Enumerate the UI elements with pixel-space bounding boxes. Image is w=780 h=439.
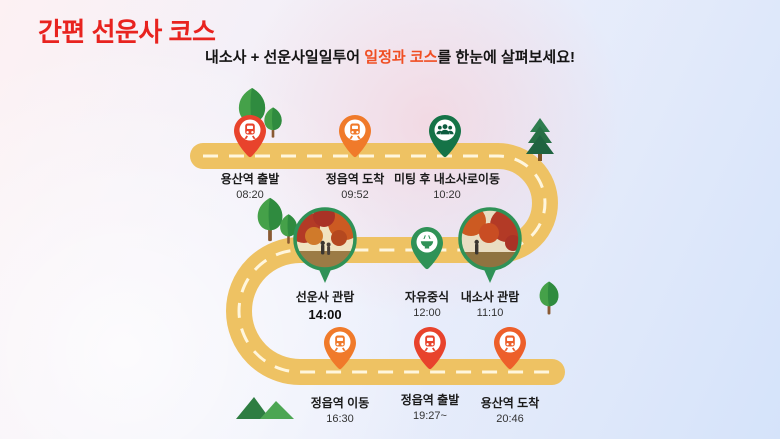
stop-name: 용산역 출발 [220, 172, 280, 186]
stop-label: 선운사 관람 14:00 [265, 288, 385, 322]
stop-time: 19:27~ [413, 410, 447, 422]
autumn-photo [460, 209, 520, 269]
stop-label: 정읍역 출발 19:27~ [370, 391, 490, 422]
road-center-dashes [203, 154, 552, 374]
autumn-photo [295, 209, 355, 269]
subtitle-highlight: 일정과 코스 [364, 49, 438, 66]
pine-tree-icon [526, 118, 554, 161]
stop-name: 미팅 후 내소사로이동 [393, 172, 501, 186]
stop-label: 미팅 후 내소사로이동 10:20 [377, 170, 517, 201]
people-icon [436, 124, 454, 135]
stop-pin-seonunsa-photo [290, 205, 360, 287]
stop-name: 정읍역 출발 [400, 393, 460, 407]
stop-name: 용산역 도착 [480, 396, 540, 410]
subtitle-pre: 내소사 + 선운사일일투어 [205, 49, 365, 66]
stop-label: 자유중식 12:00 [367, 288, 487, 319]
stop-time: 12:00 [413, 307, 441, 319]
stop-name: 정읍역 이동 [310, 396, 370, 410]
subtitle: 내소사 + 선운사일일투어 일정과 코스를 한눈에 살펴보세요! [0, 46, 780, 67]
stop-label: 용산역 도착 20:46 [450, 394, 570, 425]
stop-name: 선운사 관람 [295, 290, 355, 304]
stop-pin-naesosa-photo [455, 205, 525, 287]
stop-name: 자유중식 [404, 290, 450, 304]
stop-time: 11:10 [476, 307, 504, 319]
stop-pin-jeongeup-move [323, 326, 357, 370]
tree-icon [539, 281, 559, 315]
stop-time: 20:46 [496, 413, 524, 425]
stop-pin-jeongeup-departure [413, 326, 447, 370]
stop-time: 10:20 [433, 189, 461, 201]
stop-pin-meeting-move [428, 114, 462, 158]
meal-icon [420, 235, 434, 249]
stop-name: 내소사 관람 [460, 290, 520, 304]
tree-icon [238, 88, 266, 134]
stop-time: 08:20 [236, 189, 264, 201]
stop-pin-yongsan-arrival [493, 326, 527, 370]
stop-label: 정읍역 도착 09:52 [295, 170, 415, 201]
subtitle-post: 를 한눈에 살펴보세요! [437, 49, 575, 66]
stop-pin-yongsan-departure [233, 114, 267, 158]
stop-label: 정읍역 이동 16:30 [280, 394, 400, 425]
tree-icon [257, 197, 283, 242]
stop-time: 09:52 [341, 189, 369, 201]
photo-ring [293, 207, 357, 271]
stop-name: 정읍역 도착 [325, 172, 385, 186]
photo-ring [458, 207, 522, 271]
stop-time: 16:30 [326, 413, 354, 425]
stop-pin-lunch [410, 226, 444, 270]
stop-label: 용산역 출발 08:20 [190, 170, 310, 201]
stop-pin-jeongeup-arrival [338, 114, 372, 158]
stop-time: 14:00 [308, 307, 342, 322]
stop-label: 내소사 관람 11:10 [430, 288, 550, 319]
mountains-icon [236, 397, 294, 419]
page-title: 간편 선운사 코스 [38, 17, 216, 47]
tree-icon [264, 107, 282, 138]
